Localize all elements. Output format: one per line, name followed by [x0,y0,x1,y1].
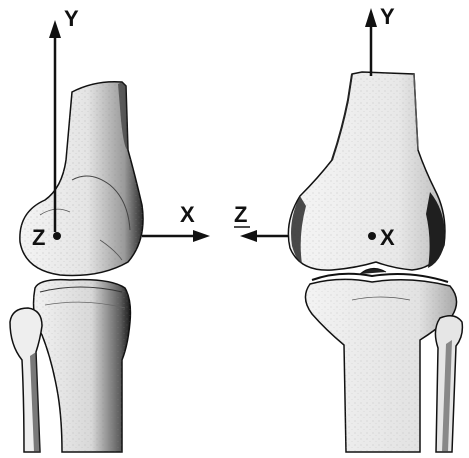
x-axis-point-anterior [368,232,376,240]
y-axis-label-lateral: Y [64,6,79,31]
x-axis-arrowhead-lateral [193,230,210,242]
anterior-view: Y Z X [234,4,462,452]
lateral-view: Y X Z [10,6,210,452]
x-axis-label-lateral: X [180,202,195,227]
x-axis-label-anterior: X [380,225,395,250]
z-axis-label-anterior: Z [234,202,247,227]
z-axis-point-lateral [53,232,61,240]
y-axis-arrowhead-anterior [365,8,377,27]
y-axis-label-anterior: Y [380,4,395,29]
z-axis-label-lateral: Z [32,225,45,250]
y-axis-arrowhead-lateral [49,20,61,38]
z-axis-arrowhead-anterior [240,230,257,242]
